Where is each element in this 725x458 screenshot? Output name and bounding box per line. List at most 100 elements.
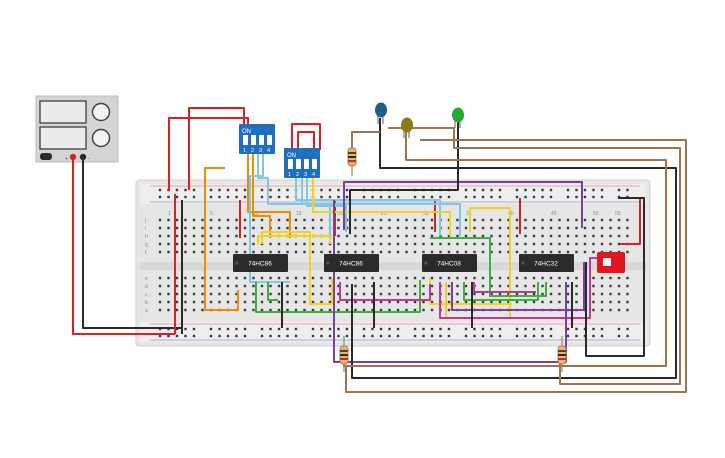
breadboard-hole[interactable] <box>473 218 476 222</box>
breadboard-hole[interactable] <box>388 308 391 312</box>
breadboard-hole[interactable] <box>167 226 170 230</box>
breadboard-hole[interactable] <box>481 300 485 304</box>
breadboard-hole[interactable] <box>447 195 451 199</box>
breadboard-hole[interactable] <box>430 292 434 296</box>
breadboard-hole[interactable] <box>252 242 255 246</box>
breadboard-hole[interactable] <box>294 218 298 222</box>
breadboard-hole[interactable] <box>464 327 468 331</box>
breadboard-hole[interactable] <box>286 308 289 312</box>
breadboard-hole[interactable] <box>158 250 162 254</box>
breadboard-hole[interactable] <box>439 242 442 246</box>
breadboard-hole[interactable] <box>396 226 400 230</box>
breadboard-hole[interactable] <box>515 334 519 338</box>
breadboard-hole[interactable] <box>226 300 230 304</box>
breadboard-hole[interactable] <box>337 250 340 254</box>
breadboard-hole[interactable] <box>498 250 502 254</box>
breadboard-hole[interactable] <box>345 300 349 304</box>
breadboard-hole[interactable] <box>184 234 187 238</box>
breadboard-hole[interactable] <box>609 284 612 288</box>
breadboard-hole[interactable] <box>430 300 434 304</box>
breadboard-hole[interactable] <box>558 292 561 296</box>
breadboard-hole[interactable] <box>277 327 281 331</box>
breadboard-hole[interactable] <box>439 334 442 338</box>
breadboard-hole[interactable] <box>218 292 221 296</box>
breadboard-hole[interactable] <box>184 292 187 296</box>
breadboard-hole[interactable] <box>371 250 374 254</box>
breadboard-hole[interactable] <box>413 195 417 199</box>
breadboard-hole[interactable] <box>252 276 255 280</box>
breadboard-hole[interactable] <box>456 292 459 296</box>
breadboard-hole[interactable] <box>524 188 527 192</box>
breadboard-hole[interactable] <box>320 226 323 230</box>
breadboard-hole[interactable] <box>405 300 408 304</box>
blue-wire-c[interactable] <box>295 178 441 236</box>
breadboard-hole[interactable] <box>405 308 408 312</box>
breadboard-hole[interactable] <box>252 234 255 238</box>
breadboard-hole[interactable] <box>532 334 536 338</box>
breadboard-hole[interactable] <box>405 218 408 222</box>
brown-wire-top-resistor[interactable] <box>351 131 380 150</box>
breadboard-hole[interactable] <box>260 334 264 338</box>
breadboard-hole[interactable] <box>575 242 578 246</box>
breadboard-hole[interactable] <box>252 250 255 254</box>
ic-chip-2[interactable]: 74HC86 <box>324 254 379 272</box>
breadboard-hole[interactable] <box>260 250 264 254</box>
current-knob[interactable] <box>91 128 111 148</box>
breadboard-hole[interactable] <box>592 308 595 312</box>
breadboard-hole[interactable] <box>490 188 493 192</box>
breadboard-hole[interactable] <box>566 188 570 192</box>
resistor-bottom-left[interactable] <box>339 336 349 372</box>
breadboard-hole[interactable] <box>481 334 485 338</box>
breadboard-hole[interactable] <box>362 284 366 288</box>
breadboard-hole[interactable] <box>294 284 298 288</box>
breadboard-hole[interactable] <box>192 292 196 296</box>
breadboard-hole[interactable] <box>235 327 238 331</box>
breadboard-hole[interactable] <box>566 334 570 338</box>
breadboard-hole[interactable] <box>311 308 315 312</box>
breadboard-hole[interactable] <box>481 327 485 331</box>
breadboard-hole[interactable] <box>541 218 544 222</box>
breadboard-hole[interactable] <box>354 276 357 280</box>
breadboard-hole[interactable] <box>243 292 247 296</box>
breadboard-hole[interactable] <box>260 308 264 312</box>
breadboard-hole[interactable] <box>609 218 612 222</box>
breadboard-hole[interactable] <box>575 300 578 304</box>
breadboard-hole[interactable] <box>269 242 272 246</box>
breadboard-hole[interactable] <box>303 300 306 304</box>
breadboard-hole[interactable] <box>192 276 196 280</box>
breadboard-hole[interactable] <box>592 327 595 331</box>
breadboard-hole[interactable] <box>558 276 561 280</box>
breadboard-hole[interactable] <box>456 300 459 304</box>
breadboard-hole[interactable] <box>592 226 595 230</box>
breadboard-hole[interactable] <box>583 188 587 192</box>
yellow-wire-c[interactable] <box>445 207 511 319</box>
breadboard-hole[interactable] <box>541 242 544 246</box>
breadboard-hole[interactable] <box>473 327 476 331</box>
breadboard-hole[interactable] <box>218 195 221 199</box>
breadboard-hole[interactable] <box>498 334 502 338</box>
breadboard-hole[interactable] <box>337 195 340 199</box>
breadboard-hole[interactable] <box>209 226 213 230</box>
breadboard-hole[interactable] <box>447 308 451 312</box>
breadboard-hole[interactable] <box>379 218 383 222</box>
breadboard-hole[interactable] <box>328 195 332 199</box>
breadboard-hole[interactable] <box>626 218 629 222</box>
breadboard-hole[interactable] <box>566 242 570 246</box>
breadboard-hole[interactable] <box>235 195 238 199</box>
resistor-bottom-right[interactable] <box>557 336 567 372</box>
led-yellow[interactable] <box>401 117 413 139</box>
breadboard-hole[interactable] <box>447 284 451 288</box>
breadboard-hole[interactable] <box>464 250 468 254</box>
breadboard-hole[interactable] <box>328 300 332 304</box>
breadboard-hole[interactable] <box>371 327 374 331</box>
breadboard-hole[interactable] <box>277 195 281 199</box>
breadboard-hole[interactable] <box>379 276 383 280</box>
breadboard-hole[interactable] <box>464 242 468 246</box>
breadboard-hole[interactable] <box>294 300 298 304</box>
breadboard-hole[interactable] <box>158 242 162 246</box>
breadboard-hole[interactable] <box>626 334 629 338</box>
breadboard-hole[interactable] <box>498 218 502 222</box>
breadboard-hole[interactable] <box>464 234 468 238</box>
breadboard-hole[interactable] <box>286 195 289 199</box>
breadboard-hole[interactable] <box>490 300 493 304</box>
